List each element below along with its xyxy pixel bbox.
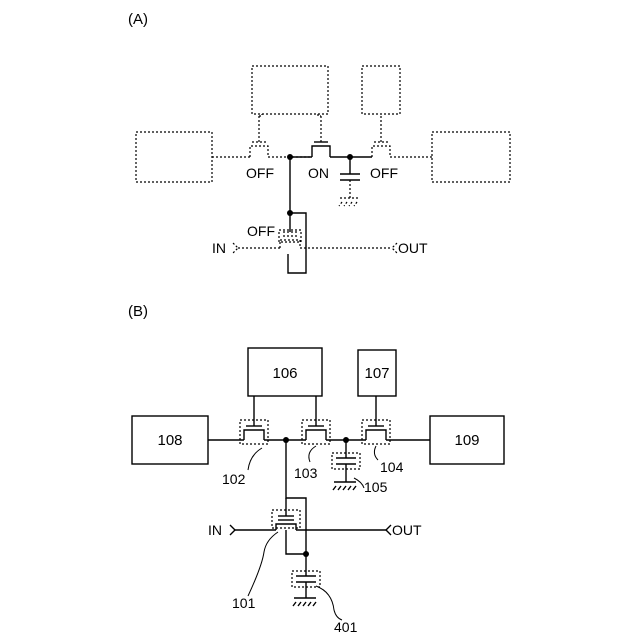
panel-a-in-label: IN xyxy=(212,240,226,256)
ref-101-label: 101 xyxy=(232,595,256,611)
panel-a-out-label: OUT xyxy=(398,240,428,256)
panel-a-capacitor xyxy=(339,157,360,206)
panel-a-bottom-transistor xyxy=(279,230,301,248)
ref-102-label: 102 xyxy=(222,471,246,487)
panel-a-label: (A) xyxy=(128,11,148,28)
panel-a-middle-switch-state: ON xyxy=(308,165,329,181)
panel-b-vertical-wire xyxy=(286,440,306,554)
box-106-label: 106 xyxy=(272,365,297,382)
panel-a-right-box xyxy=(432,132,510,182)
ref-103-leader xyxy=(309,446,316,462)
ref-101-leader xyxy=(248,532,278,596)
panel-a-right-transistor xyxy=(372,114,390,157)
panel-b-in-arrow xyxy=(230,525,235,535)
panel-a-left-switch-state: OFF xyxy=(246,165,274,181)
capacitor-401 xyxy=(292,554,320,606)
box-108-label: 108 xyxy=(157,432,182,449)
panel-a-middle-transistor xyxy=(312,114,330,157)
panel-b-label: (B) xyxy=(128,303,148,320)
panel-a-right-switch-state: OFF xyxy=(370,165,398,181)
panel-a-top-right-box xyxy=(362,66,400,114)
panel-a-left-box xyxy=(136,132,212,182)
panel-b-out-label: OUT xyxy=(392,522,422,538)
capacitor-105 xyxy=(332,440,360,490)
panel-a-in-arrow xyxy=(233,243,238,253)
ref-401-label: 401 xyxy=(334,619,358,635)
panel-b: (B) 106 107 108 109 102 103 xyxy=(128,303,504,635)
transistor-102 xyxy=(240,396,268,444)
box-109-label: 109 xyxy=(454,432,479,449)
ref-102-leader xyxy=(248,448,262,470)
ref-103-label: 103 xyxy=(294,465,318,481)
panel-a-out-arrow xyxy=(392,243,397,253)
ref-104-leader xyxy=(374,446,378,460)
panel-a-feedback-loop xyxy=(288,213,306,273)
ref-105-label: 105 xyxy=(364,479,388,495)
panel-a-top-left-box xyxy=(252,66,328,114)
box-107-label: 107 xyxy=(364,365,389,382)
transistor-104 xyxy=(362,396,390,444)
panel-a-bottom-switch-state: OFF xyxy=(247,223,275,239)
ref-104-label: 104 xyxy=(380,459,404,475)
transistor-103 xyxy=(302,396,330,444)
panel-a: (A) OFF ON xyxy=(128,11,510,273)
panel-b-out-arrow xyxy=(386,525,391,535)
panel-b-in-label: IN xyxy=(208,522,222,538)
panel-a-left-transistor xyxy=(250,114,268,157)
ref-401-leader xyxy=(316,586,342,620)
